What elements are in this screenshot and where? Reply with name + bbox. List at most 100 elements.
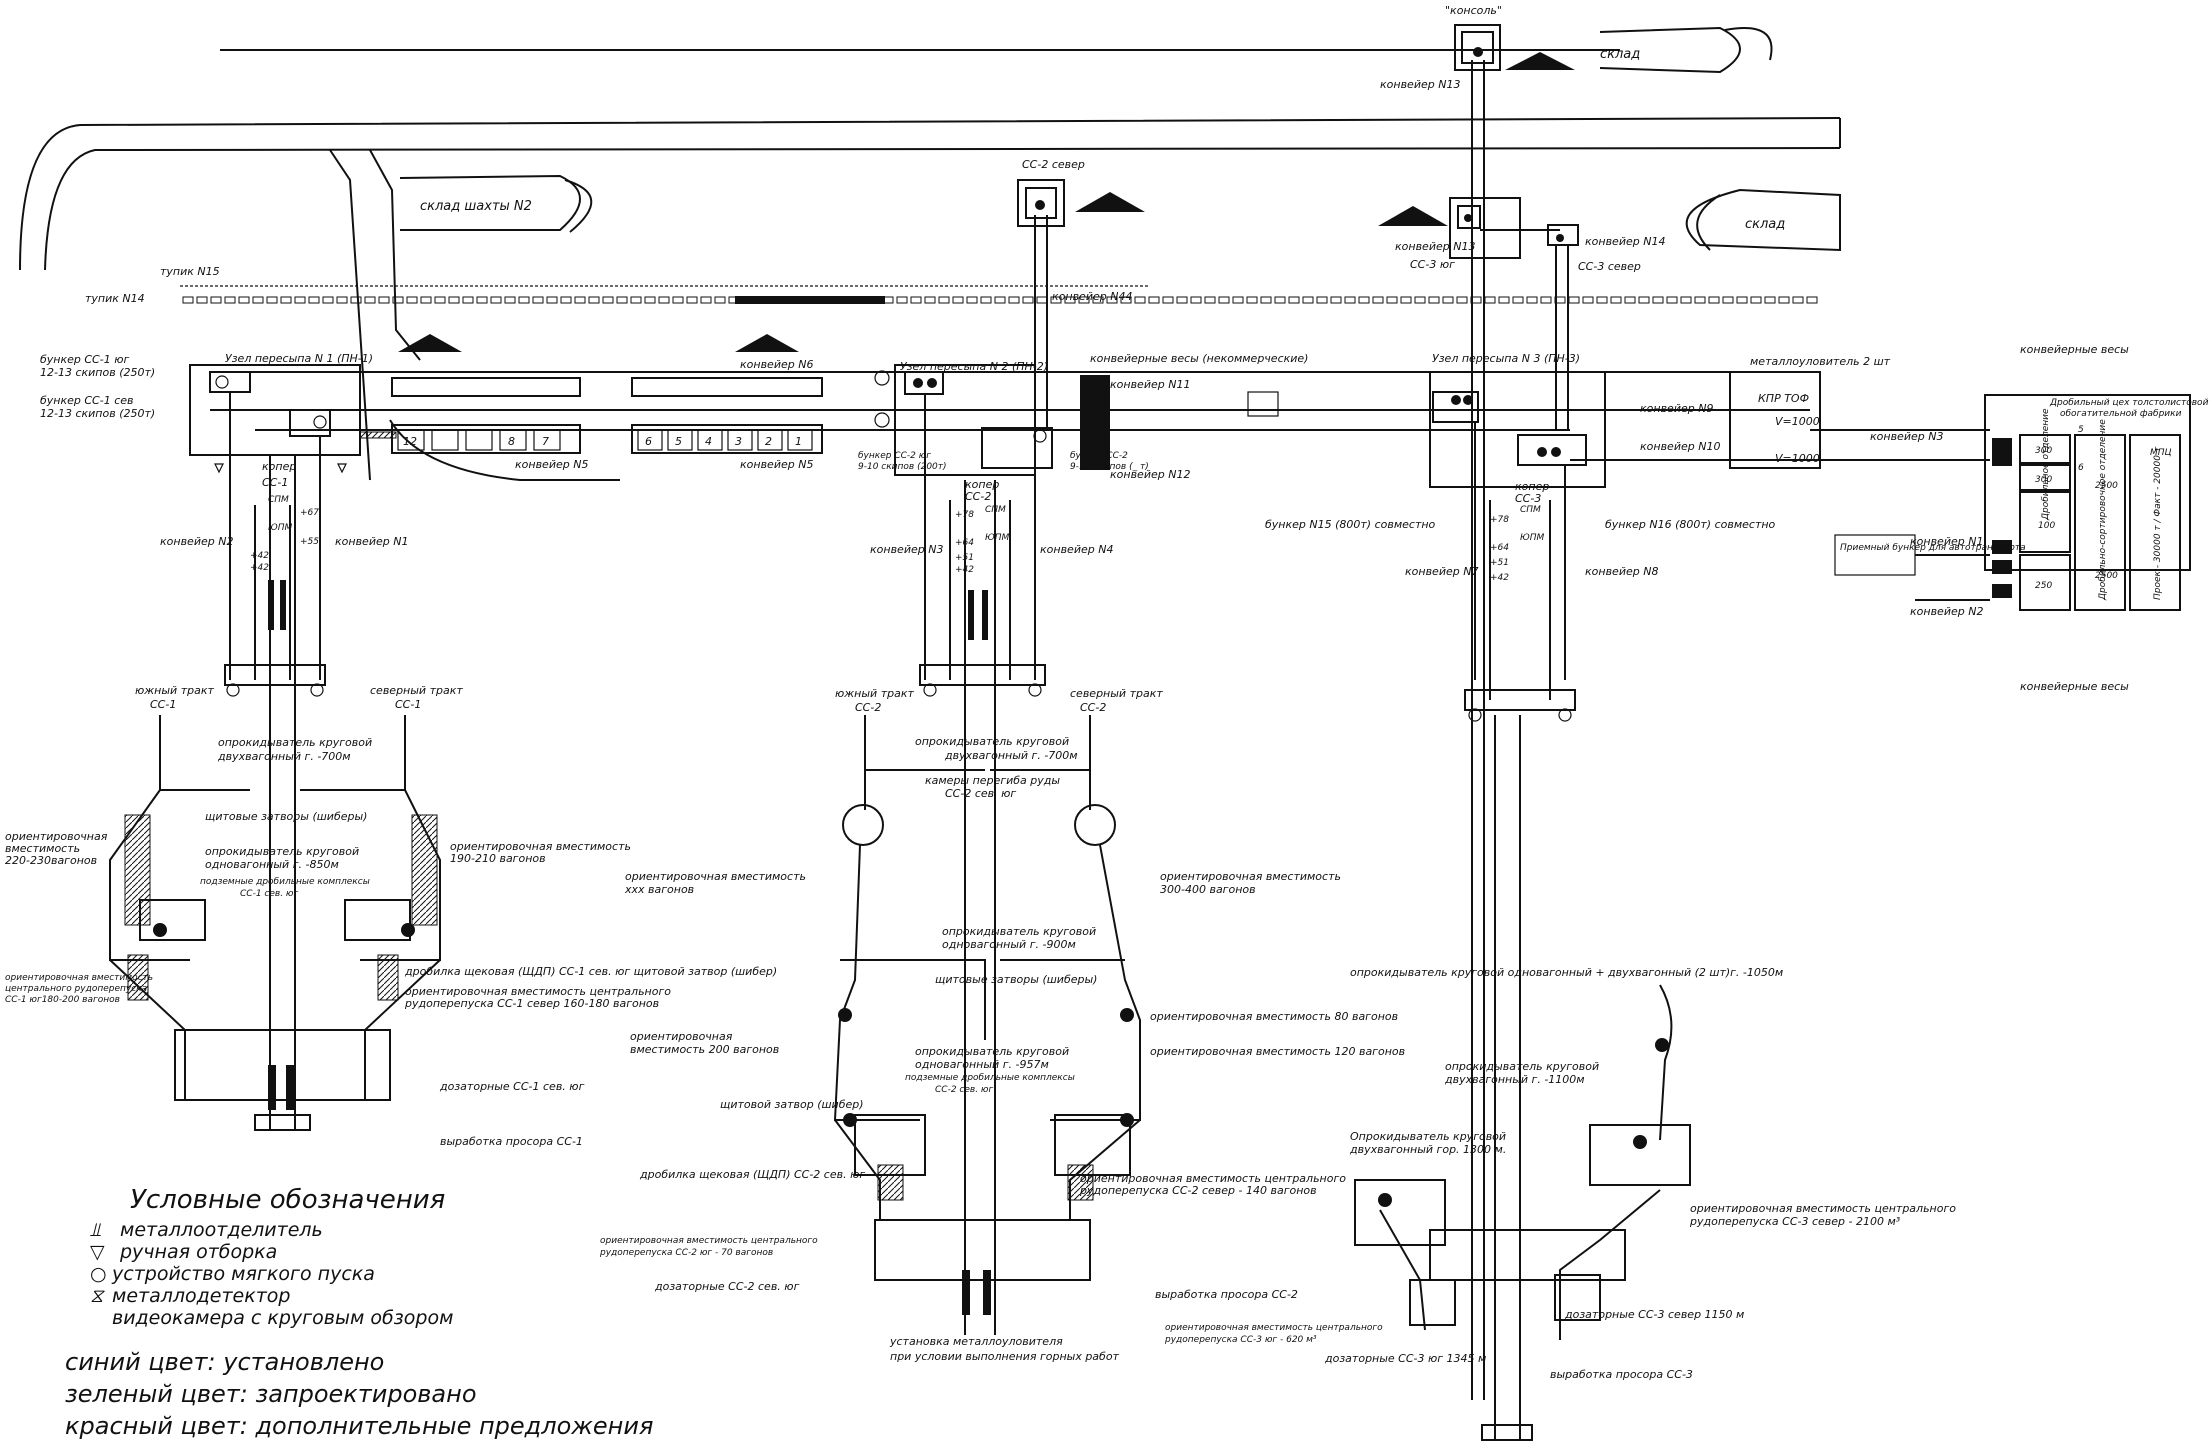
svg-text:+51: +51	[1490, 558, 1509, 568]
svg-text:КПР ТОФ: КПР ТОФ	[1758, 392, 1809, 405]
svg-text:тупик N15: тупик N15	[160, 265, 220, 278]
svg-text:центрального рудоперепуска: центрального рудоперепуска	[5, 984, 147, 994]
legend-symbol: ⧖	[90, 1285, 105, 1307]
svg-text:конвейер N2: конвейер N2	[1910, 605, 1983, 618]
svg-text:подземные дробильные комплексы: подземные дробильные комплексы	[905, 1073, 1075, 1083]
svg-text:склад шахты N2: склад шахты N2	[420, 199, 532, 214]
cc2-underground: южный тракт СС-2 северный тракт СС-2 опр…	[599, 480, 1405, 1363]
svg-text:одновагонный г. -957м: одновагонный г. -957м	[915, 1058, 1049, 1071]
svg-text:подземные дробильные комплексы: подземные дробильные комплексы	[200, 877, 370, 887]
svg-text:12-13 скипов (250т): 12-13 скипов (250т)	[40, 407, 155, 420]
svg-text:при условии выполнения горных: при условии выполнения горных работ	[890, 1350, 1120, 1363]
svg-text:конвейерные весы: конвейерные весы	[2020, 680, 2129, 693]
legend-item: ⫫ металлоотделитель	[90, 1219, 323, 1241]
svg-text:опрокидыватель круговой: опрокидыватель круговой	[915, 735, 1069, 748]
svg-text:ЮПМ: ЮПМ	[268, 523, 292, 533]
legend-label: металлодетектор	[112, 1285, 290, 1307]
legend-symbol: ○	[90, 1263, 107, 1285]
svg-text:2500: 2500	[2095, 481, 2118, 491]
svg-text:бункер СС-2 юг: бункер СС-2 юг	[858, 451, 931, 461]
svg-text:220-230вагонов: 220-230вагонов	[5, 854, 97, 867]
svg-text:+64: +64	[1490, 543, 1509, 553]
svg-text:дозаторные СС-2 сев. юг: дозаторные СС-2 сев. юг	[654, 1280, 800, 1293]
svg-text:ориентировочная вместимость: ориентировочная вместимость	[625, 870, 806, 883]
legend-color-red: красный цвет: дополнительные предложения	[65, 1412, 653, 1440]
svg-text:опрокидыватель круговой: опрокидыватель круговой	[942, 925, 1096, 938]
svg-text:щитовой затвор (шибер): щитовой затвор (шибер)	[720, 1098, 864, 1111]
svg-text:ориентировочная вместимость це: ориентировочная вместимость центрального	[600, 1236, 818, 1246]
svg-text:конвейер N5: конвейер N5	[515, 458, 588, 471]
svg-text:северный тракт: северный тракт	[1070, 687, 1163, 700]
svg-text:ориентировочная вместимость 80: ориентировочная вместимость 80 вагонов	[1150, 1010, 1398, 1023]
legend-label: устройство мягкого пуска	[111, 1263, 375, 1285]
svg-text:щитовые затворы (шиберы): щитовые затворы (шиберы)	[935, 973, 1097, 986]
pile	[1505, 52, 1575, 70]
legend: Условные обозначения ⫫ металлоотделитель…	[65, 1185, 653, 1440]
svg-text:ориентировочная вместимость: ориентировочная вместимость	[450, 840, 631, 853]
svg-text:южный тракт: южный тракт	[135, 684, 214, 697]
svg-text:конвейер N4: конвейер N4	[1040, 543, 1113, 556]
svg-text:МПЦ: МПЦ	[2150, 448, 2172, 458]
rail-tracks: тупик N15 тупик N14	[85, 265, 1820, 305]
svg-text:СС-2: СС-2	[1080, 701, 1106, 714]
svg-text:бункер N16 (800т) совместно: бункер N16 (800т) совместно	[1605, 518, 1776, 531]
legend-item: ▽ ручная отборка	[90, 1241, 277, 1263]
svg-text:+78: +78	[1490, 515, 1509, 525]
svg-text:выработка просора СС-3: выработка просора СС-3	[1550, 1368, 1693, 1381]
svg-text:9-10 скипов (200т): 9-10 скипов (200т)	[858, 462, 947, 472]
svg-text:конвейер N13: конвейер N13	[1395, 240, 1475, 253]
svg-text:СС-3: СС-3	[1515, 492, 1541, 505]
headframe-cc3: копер СС-3 СПМ +78 ЮПМ +64 +51 +42 конве…	[1405, 480, 1658, 722]
svg-text:камеры перегиба руды: камеры перегиба руды	[925, 774, 1060, 787]
svg-text:копер: копер	[965, 478, 999, 491]
svg-text:6: 6	[645, 435, 652, 448]
stockpile-sklad-right: склад	[1685, 188, 1841, 252]
svg-text:обогатительной фабрики: обогатительной фабрики	[2060, 409, 2182, 419]
svg-text:опрокидыватель круговой: опрокидыватель круговой	[205, 845, 359, 858]
svg-text:300: 300	[2035, 475, 2052, 485]
cc3-top-box: конвейер N13 конвейер N14 СС-3 юг СС-3 с…	[1395, 197, 1665, 430]
svg-text:+42: +42	[250, 551, 269, 561]
svg-text:Проек - 30000 т / Факт - 20000: Проек - 30000 т / Факт - 20000 т	[2153, 446, 2163, 600]
legend-symbol: ⫫	[90, 1219, 101, 1241]
pile	[398, 334, 462, 352]
svg-text:южный тракт: южный тракт	[835, 687, 914, 700]
svg-text:ориентировочная вместимость це: ориентировочная вместимость центрального	[1080, 1172, 1346, 1185]
svg-text:ориентировочная вместимость це: ориентировочная вместимость центрального	[1165, 1323, 1383, 1333]
svg-text:ориентировочная: ориентировочная	[5, 830, 108, 843]
node-3: Узел пересыпа N 3 (ПН-3) конвейер N9 кон…	[1265, 352, 1943, 680]
headframe-cc1: копер СС-1 СПМ +67 ЮПМ +55 +42 +42 конве…	[160, 460, 408, 697]
svg-text:опрокидыватель круговой однова: опрокидыватель круговой одновагонный + д…	[1350, 966, 1783, 979]
svg-text:конвейер N12: конвейер N12	[1110, 468, 1190, 481]
svg-text:ориентировочная вместимость 12: ориентировочная вместимость 120 вагонов	[1150, 1045, 1405, 1058]
svg-text:СС-2: СС-2	[965, 490, 991, 503]
svg-text:12-13 скипов (250т): 12-13 скипов (250т)	[40, 366, 155, 379]
stockpile-shaft2: склад шахты N2	[399, 174, 593, 233]
node-1: Узел пересыпа N 1 (ПН-1) бункер СС-1 юг …	[40, 352, 397, 680]
svg-text:Узел пересыпа N 1 (ПН-1): Узел пересыпа N 1 (ПН-1)	[225, 352, 373, 365]
svg-text:5: 5	[675, 435, 682, 448]
svg-text:бункер СС-1 юг: бункер СС-1 юг	[40, 353, 129, 366]
headframe-cc2: копер СС-2 СПМ +78 ЮПМ +64 +51 +42 конве…	[870, 478, 1113, 697]
svg-text:бункер N15 (800т) совместно: бункер N15 (800т) совместно	[1265, 518, 1436, 531]
svg-text:выработка просора СС-2: выработка просора СС-2	[1155, 1288, 1298, 1301]
svg-text:ориентировочная: ориентировочная	[630, 1030, 733, 1043]
svg-text:конвейер N3: конвейер N3	[1870, 430, 1943, 443]
svg-text:+55: +55	[300, 537, 319, 547]
legend-symbol: ▽	[90, 1241, 105, 1263]
svg-text:Узел пересыпа N 3 (ПН-3): Узел пересыпа N 3 (ПН-3)	[1432, 352, 1580, 365]
svg-text:СС-2 сев. юг: СС-2 сев. юг	[945, 787, 1016, 800]
svg-text:конвейер N13: конвейер N13	[1380, 78, 1460, 91]
svg-text:копер: копер	[1515, 480, 1549, 493]
svg-text:+42: +42	[250, 563, 269, 573]
svg-text:конвейерные весы: конвейерные весы	[2020, 343, 2129, 356]
svg-text:двухвагонный г. -700м: двухвагонный г. -700м	[944, 749, 1078, 762]
svg-text:рудоперепуска СС-3 юг - 620 м³: рудоперепуска СС-3 юг - 620 м³	[1164, 1335, 1317, 1345]
svg-text:конвейер N11: конвейер N11	[1110, 378, 1190, 391]
svg-text:одновагонный г. -900м: одновагонный г. -900м	[942, 938, 1076, 951]
svg-text:300: 300	[2035, 446, 2052, 456]
svg-text:дозаторные СС-1 сев. юг: дозаторные СС-1 сев. юг	[439, 1080, 585, 1093]
svg-text:Приемный бункер для автотрансп: Приемный бункер для автотранспорта	[1840, 543, 2026, 553]
svg-text:дробилка щековая (ЩДП) СС-1 се: дробилка щековая (ЩДП) СС-1 сев. юг щито…	[404, 965, 777, 978]
svg-text:рудоперепуска СС-2 север - 140: рудоперепуска СС-2 север - 140 вагонов	[1079, 1184, 1317, 1197]
